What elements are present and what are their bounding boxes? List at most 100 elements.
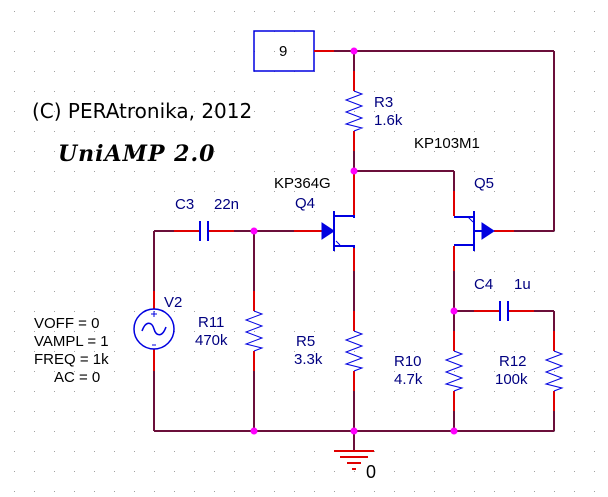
- grid-dot: [374, 271, 375, 272]
- grid-dot: [514, 11, 515, 12]
- grid-dot: [194, 111, 195, 112]
- grid-dot: [14, 391, 15, 392]
- grid-dot: [134, 171, 135, 172]
- grid-dot: [14, 271, 15, 272]
- grid-dot: [94, 251, 95, 252]
- grid-dot: [174, 391, 175, 392]
- grid-dot: [54, 151, 55, 152]
- grid-dot: [34, 391, 35, 392]
- grid-dot: [114, 71, 115, 72]
- resistor-r12[interactable]: R12 100k: [495, 350, 564, 392]
- grid-dot: [534, 31, 535, 32]
- grid-dot: [234, 491, 235, 492]
- port-9[interactable]: 9: [253, 30, 315, 72]
- grid-dot: [134, 391, 135, 392]
- grid-dot: [474, 111, 475, 112]
- grid-dot: [114, 251, 115, 252]
- transistor-q4[interactable]: KP364G Q4: [274, 175, 355, 251]
- grid-dot: [214, 311, 215, 312]
- grid-dot: [374, 291, 375, 292]
- resistor-r11[interactable]: R11 470k: [195, 310, 264, 352]
- grid-dot: [574, 311, 575, 312]
- grid-dot: [554, 271, 555, 272]
- grid-dot: [454, 11, 455, 12]
- grid-dot: [74, 311, 75, 312]
- grid-dot: [214, 51, 215, 52]
- grid-dot: [334, 251, 335, 252]
- grid-dot: [94, 331, 95, 332]
- transistor-q5[interactable]: KP103M1 Q5: [414, 135, 495, 251]
- grid-dot: [414, 131, 415, 132]
- grid-dot: [314, 191, 315, 192]
- grid-dot: [314, 251, 315, 252]
- grid-dot: [54, 231, 55, 232]
- grid-dot: [514, 491, 515, 492]
- grid-dot: [94, 191, 95, 192]
- grid-dot: [554, 11, 555, 12]
- grid-dot: [54, 91, 55, 92]
- grid-dot: [354, 11, 355, 12]
- resistor-r3[interactable]: R3 1.6k: [344, 90, 403, 132]
- grid-dot: [54, 11, 55, 12]
- grid-dot: [374, 251, 375, 252]
- grid-dot: [394, 111, 395, 112]
- grid-dot: [594, 371, 595, 372]
- grid-dot: [534, 411, 535, 412]
- grid-dot: [494, 491, 495, 492]
- grid-dot: [154, 31, 155, 32]
- grid-dot: [454, 371, 455, 372]
- resistor-symbol: [344, 90, 364, 132]
- grid-dot: [434, 411, 435, 412]
- grid-dot: [374, 71, 375, 72]
- grid-dot: [494, 11, 495, 12]
- port-label: 9: [279, 43, 287, 60]
- grid-dot: [214, 131, 215, 132]
- grid-dot: [534, 151, 535, 152]
- grid-dot: [474, 491, 475, 492]
- capacitor-c4[interactable]: C4 1u: [474, 276, 531, 321]
- resistor-r5[interactable]: R5 3.3k: [294, 330, 364, 372]
- grid-dot: [434, 391, 435, 392]
- grid-dot: [234, 271, 235, 272]
- grid-dot: [234, 371, 235, 372]
- grid-dot: [594, 91, 595, 92]
- grid-dot: [34, 231, 35, 232]
- grid-dot: [214, 291, 215, 292]
- grid-dot: [594, 271, 595, 272]
- copyright-text: (C) PERAtronika, 2012: [32, 99, 252, 123]
- r11-value: 470k: [195, 332, 228, 349]
- grid-dot: [114, 171, 115, 172]
- grid-dot: [34, 331, 35, 332]
- grid-dot: [474, 71, 475, 72]
- grid-dot: [574, 351, 575, 352]
- grid-dot: [254, 211, 255, 212]
- resistor-r10[interactable]: R10 4.7k: [394, 350, 464, 392]
- grid-dot: [474, 411, 475, 412]
- grid-dot: [54, 131, 55, 132]
- grid-dot: [154, 71, 155, 72]
- grid-dot: [74, 391, 75, 392]
- capacitor-c3[interactable]: C3 22n: [175, 196, 239, 241]
- r3-value: 1.6k: [374, 112, 403, 129]
- grid-dot: [54, 391, 55, 392]
- grid-dot: [454, 231, 455, 232]
- grid-dot: [194, 151, 195, 152]
- voltage-source-v2[interactable]: V2 VOFF = 0 VAMPL = 1 FREQ = 1k AC = 0: [34, 294, 182, 386]
- grid-dot: [494, 131, 495, 132]
- grid-dot: [54, 491, 55, 492]
- grid-dot: [34, 451, 35, 452]
- grid-dot: [74, 71, 75, 72]
- grid-dot: [334, 31, 335, 32]
- grid-dot: [534, 211, 535, 212]
- ground-symbol[interactable]: 0: [334, 450, 376, 482]
- grid-dot: [594, 451, 595, 452]
- grid-dot: [414, 251, 415, 252]
- grid-dot: [314, 391, 315, 392]
- grid-dot: [474, 31, 475, 32]
- v2-param: VOFF = 0: [34, 315, 99, 332]
- grid-dot: [94, 71, 95, 72]
- grid-dot: [594, 11, 595, 12]
- grid-dot: [474, 471, 475, 472]
- grid-dot: [374, 131, 375, 132]
